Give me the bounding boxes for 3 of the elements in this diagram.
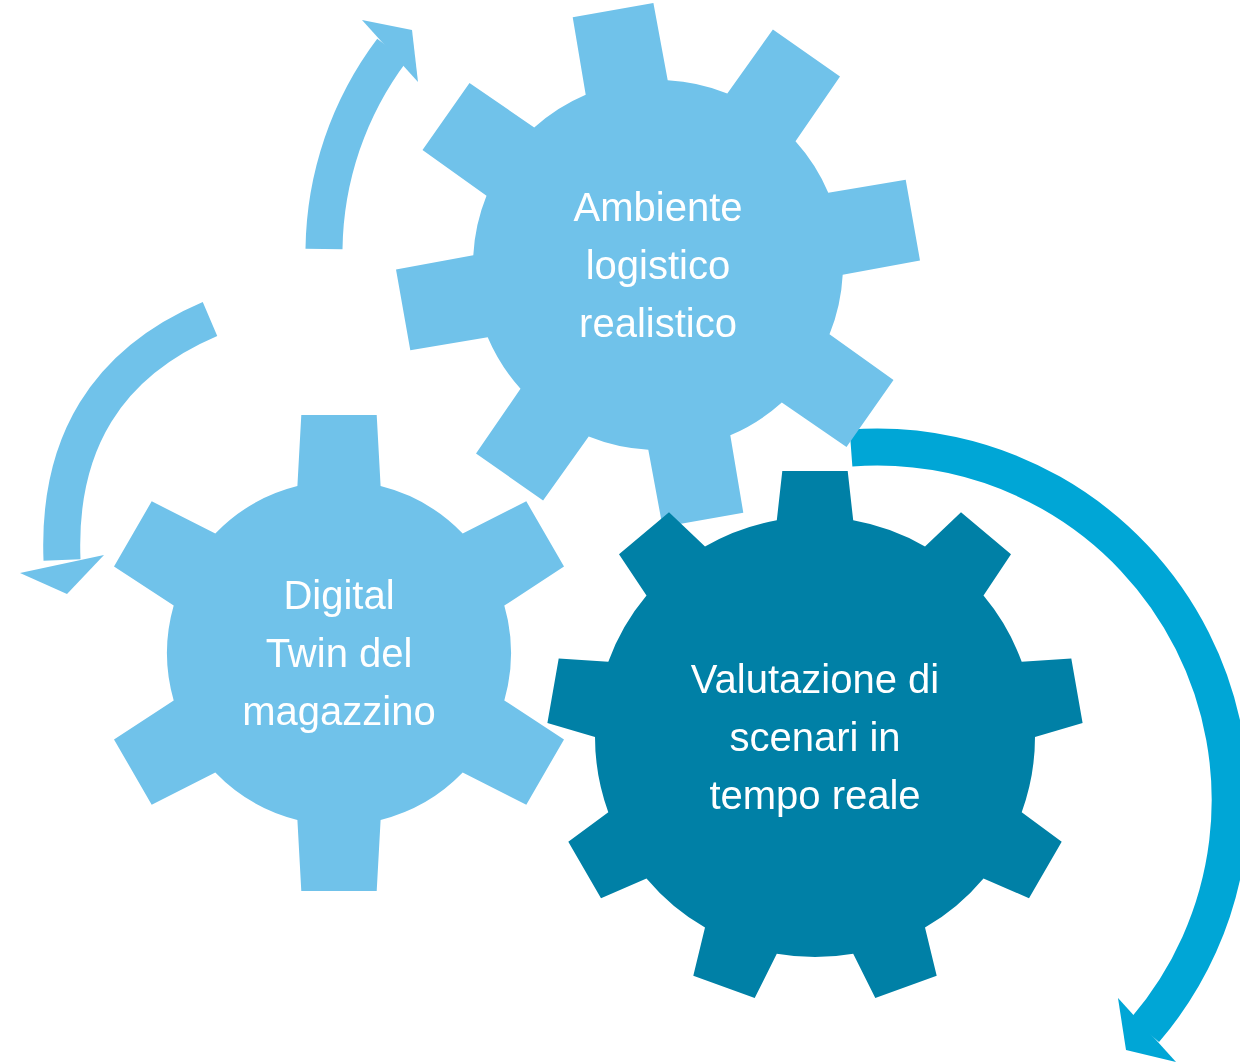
- gear-label: Ambiente logistico realistico: [572, 184, 744, 347]
- gear-label: Digital Twin del magazzino: [241, 572, 437, 735]
- gear-label: Valutazione di scenari in tempo reale: [689, 656, 941, 819]
